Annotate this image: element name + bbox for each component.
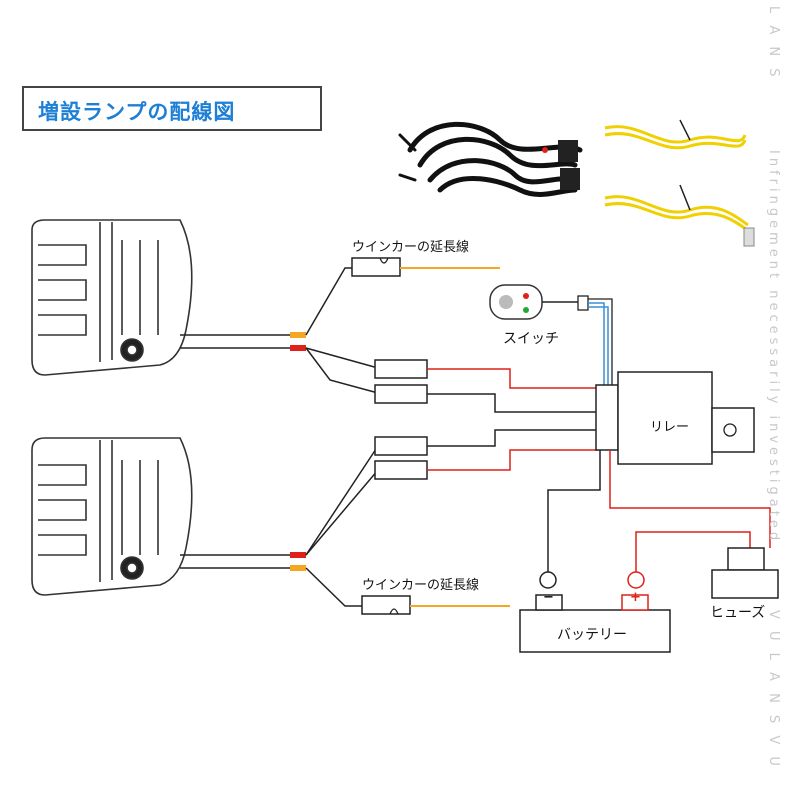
battery-pos-terminal: + (630, 590, 641, 605)
lamp-bottom (31, 437, 193, 596)
label-battery: バッテリー (557, 627, 627, 643)
label-relay: リレー (650, 420, 690, 435)
lamp-top-wires (180, 267, 379, 394)
yellow-wire-photo-1 (604, 119, 747, 150)
connector-relay-wires (427, 368, 598, 471)
watermark-bottom: V U L A N S V U (766, 610, 781, 770)
watermark: L A N S Infringement necessarily investi… (766, 0, 794, 800)
label-switch: スイッチ (503, 331, 559, 347)
switch-device (489, 284, 613, 390)
watermark-top: L A N S (766, 6, 781, 81)
harness-photo (398, 121, 583, 197)
title-box: 増設ランプの配線図 (22, 86, 322, 131)
yellow-wire-photo-2 (604, 184, 755, 247)
relay-device (595, 371, 755, 465)
label-turn-ext-bottom: ウインカーの延長線 (362, 578, 480, 593)
lamp-bottom-wires (180, 445, 379, 607)
lamp-top (31, 219, 193, 376)
label-fuse: ヒューズ (710, 605, 766, 621)
battery-neg-terminal: − (543, 590, 554, 605)
fuse-device (711, 547, 779, 599)
page-title: 増設ランプの配線図 (38, 100, 236, 124)
lamp-connectors (374, 359, 428, 480)
battery-device (519, 571, 671, 653)
label-turn-ext-top: ウインカーの延長線 (352, 240, 470, 255)
watermark-text: Infringement necessarily investigated (766, 150, 781, 545)
turn-connector-top (351, 257, 500, 277)
turn-connector-bottom (361, 595, 510, 615)
power-wires (547, 450, 771, 572)
